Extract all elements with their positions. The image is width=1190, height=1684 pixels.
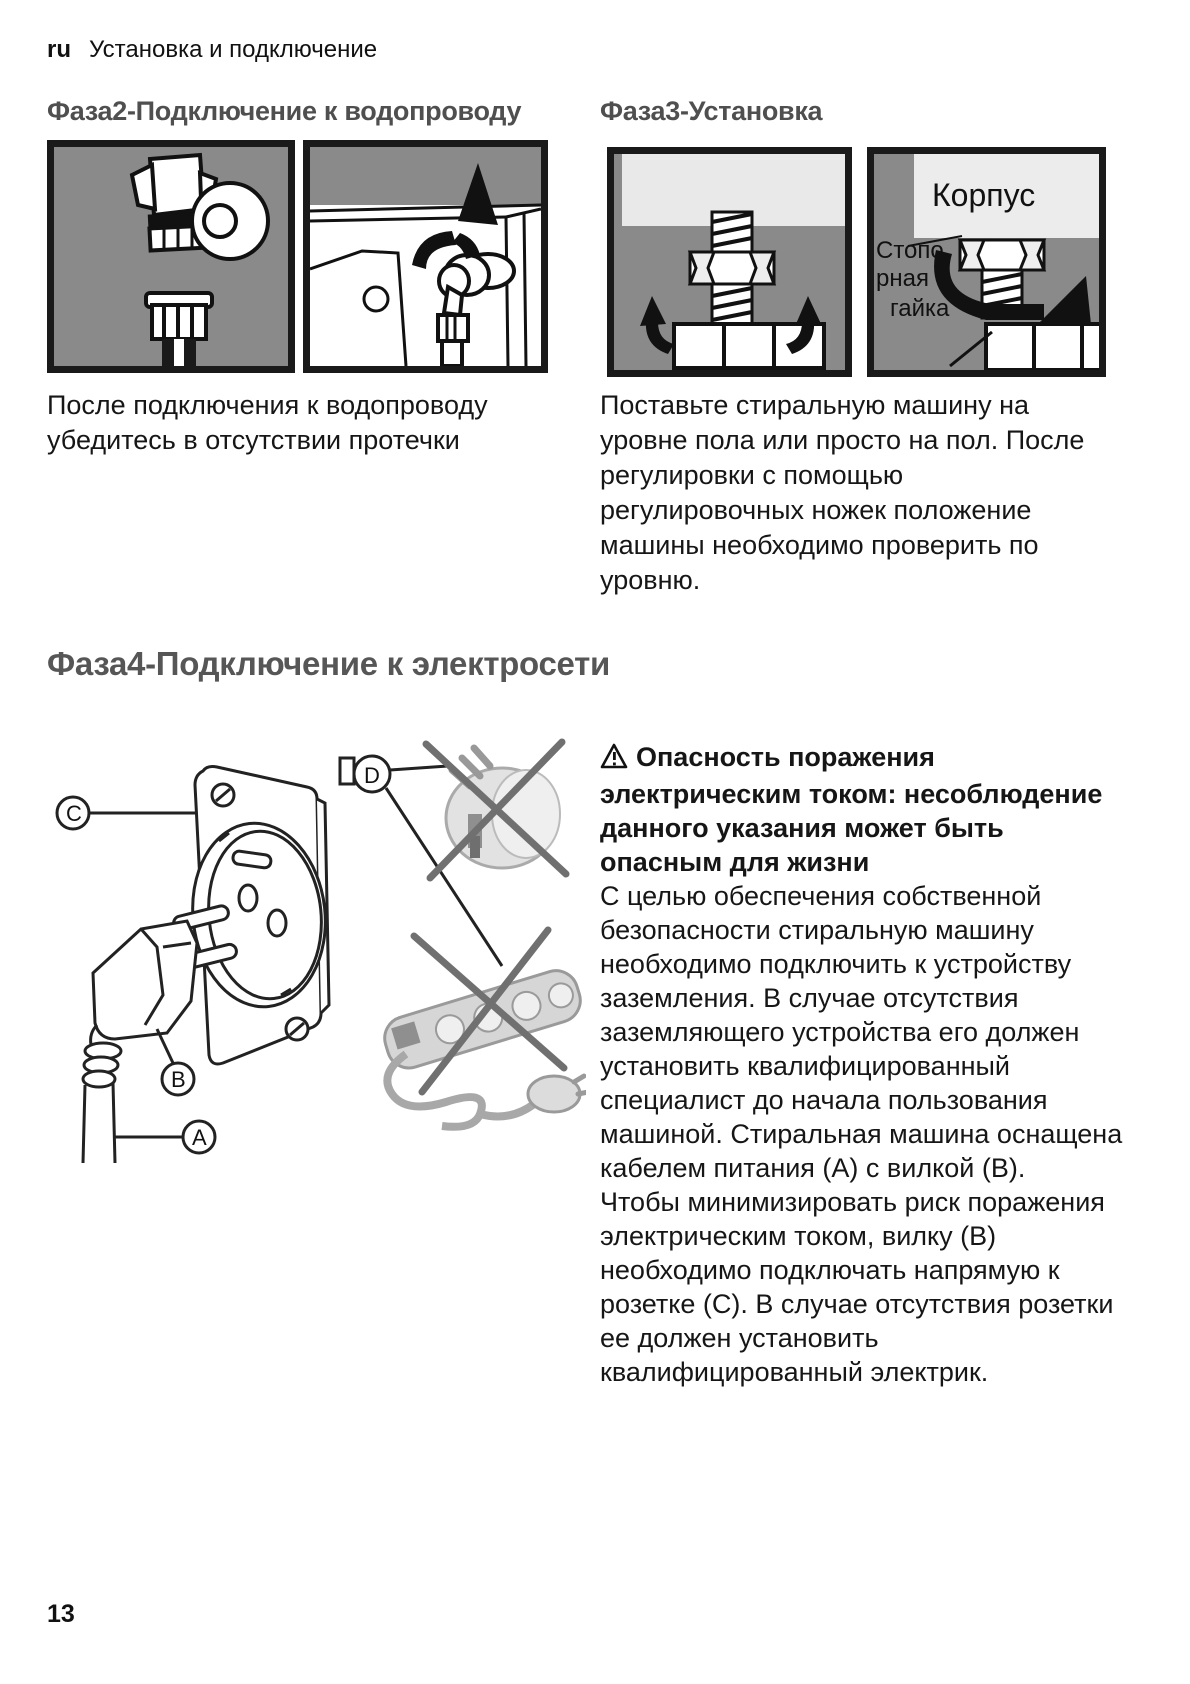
svg-text:D: D <box>364 763 380 788</box>
cross-out-strip-icon <box>410 926 568 1096</box>
wall-band <box>310 147 541 205</box>
machine-top-edges <box>309 203 542 367</box>
rotate-arrow-left-icon <box>640 296 674 354</box>
machine-panel <box>309 249 408 367</box>
warning-title: Опасность поражения электрическим током:… <box>600 740 1152 879</box>
label-b: B <box>155 1028 196 1097</box>
housing-panel <box>914 154 1099 238</box>
language-tag: ru <box>47 36 71 63</box>
power-plug <box>81 904 238 1164</box>
rotate-arrow-icon <box>934 250 1092 334</box>
phase3-image-locknut: Корпус Стопо рная гайка <box>867 147 1114 377</box>
phase3-caption: Поставьте стиральную машину на уровне по… <box>600 390 1085 595</box>
forbidden-adapters-illustration: D <box>338 738 591 1131</box>
inlet-hose <box>436 283 470 368</box>
locknut-label-line2: рная <box>876 265 929 292</box>
locknut-label-line3: гайка <box>890 295 950 322</box>
hose-ring <box>190 181 270 261</box>
lock-nut <box>957 238 1047 272</box>
leveling-foot-illustration <box>622 154 845 370</box>
hex-nut <box>687 250 777 286</box>
phase2-heading: Фаза2-Подключение к водопроводу <box>47 96 522 126</box>
warning-title-text: Опасность поражения электрическим током:… <box>600 742 1103 877</box>
bolt-thread-upper <box>710 210 754 254</box>
svg-text:A: A <box>192 1125 207 1150</box>
svg-text:B: B <box>171 1067 186 1092</box>
phase4-paragraph-1: С целью обеспечения собственной безопасн… <box>600 881 1123 1183</box>
phase3-image-leveling <box>607 147 852 377</box>
header-title: Установка и подключение <box>89 36 378 63</box>
phase3-heading: Фаза3-Установка <box>600 96 823 126</box>
rotate-arrow-right-icon <box>786 296 822 354</box>
label-c: C <box>55 795 197 831</box>
warning-triangle-icon <box>600 743 628 777</box>
socket-plug-illustration: C B A <box>55 765 331 1164</box>
hose-stub <box>162 339 196 366</box>
phase2-image-faucet <box>47 140 295 373</box>
housing-label: Корпус <box>932 177 1035 213</box>
phase2-caption: После подключения к водопроводу убедитес… <box>47 390 488 455</box>
svg-text:C: C <box>66 801 82 826</box>
hose-nut <box>144 291 214 341</box>
phase4-image-forbidden: D <box>330 718 591 1157</box>
phase4-image-socket-plug: C B A <box>45 733 337 1170</box>
leveling-foot <box>672 322 826 370</box>
pointer-line <box>949 330 993 368</box>
cross-out-adapter-icon <box>422 738 570 882</box>
locknut-label: Стопо рная гайка <box>876 235 963 322</box>
label-d: D <box>338 754 504 967</box>
power-strip <box>383 969 591 1131</box>
tighten-arrow-icon <box>412 163 498 269</box>
phase4-paragraph-2: Чтобы минимизировать риск поражения элек… <box>600 1187 1114 1387</box>
page-header: ru Установка и подключение <box>47 36 377 64</box>
leveling-foot <box>984 322 1114 372</box>
lock-nut-illustration: Корпус Стопо рная гайка <box>876 154 1114 372</box>
label-a: A <box>115 1119 217 1155</box>
phase4-text-block: Опасность поражения электрическим током:… <box>600 740 1152 1389</box>
phase2-image-rear-connection <box>303 140 548 373</box>
phase4-heading: Фаза4-Подключение к электросети <box>47 645 610 682</box>
rear-connection-illustration <box>309 147 542 368</box>
faucet-connector-illustration <box>129 152 270 366</box>
page-number: 13 <box>47 1600 75 1628</box>
bolt-thread-lower <box>710 282 754 326</box>
